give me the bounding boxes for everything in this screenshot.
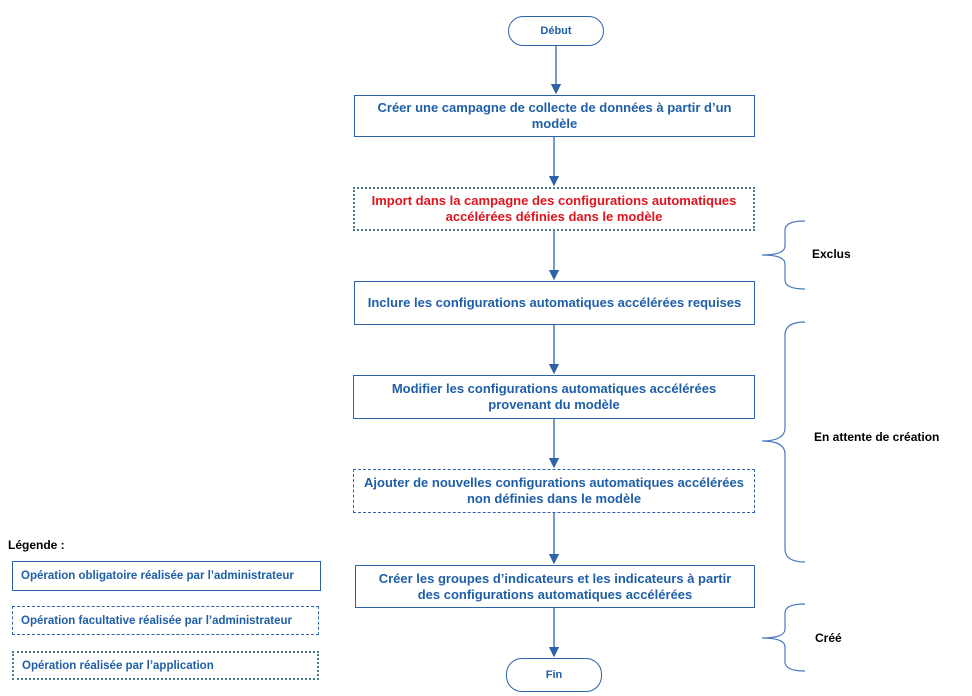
- legend-optional: Opération facultative réalisée par l’adm…: [12, 606, 319, 635]
- group-label-created: Créé: [815, 631, 842, 645]
- step-modify-configurations: Modifier les configurations automatiques…: [353, 375, 755, 419]
- group-label-excluded: Exclus: [812, 247, 851, 261]
- step-create-indicators: Créer les groupes d’indicateurs et les i…: [355, 565, 755, 608]
- legend-title: Légende :: [8, 538, 65, 552]
- legend-mandatory: Opération obligatoire réalisée par l’adm…: [12, 561, 321, 591]
- step-create-campaign: Créer une campagne de collecte de donnée…: [354, 95, 755, 137]
- legend-application: Opération réalisée par l’application: [12, 651, 319, 680]
- step-include-configurations: Inclure les configurations automatiques …: [354, 281, 755, 325]
- brace-pending: [761, 321, 806, 563]
- brace-excluded: [761, 220, 806, 290]
- start-node: Début: [508, 16, 604, 46]
- group-label-pending: En attente de création: [814, 430, 940, 444]
- step-import-configurations: Import dans la campagne des configuratio…: [353, 187, 755, 231]
- brace-created: [761, 603, 806, 672]
- step-add-configurations: Ajouter de nouvelles configurations auto…: [353, 469, 755, 513]
- end-node: Fin: [506, 658, 602, 692]
